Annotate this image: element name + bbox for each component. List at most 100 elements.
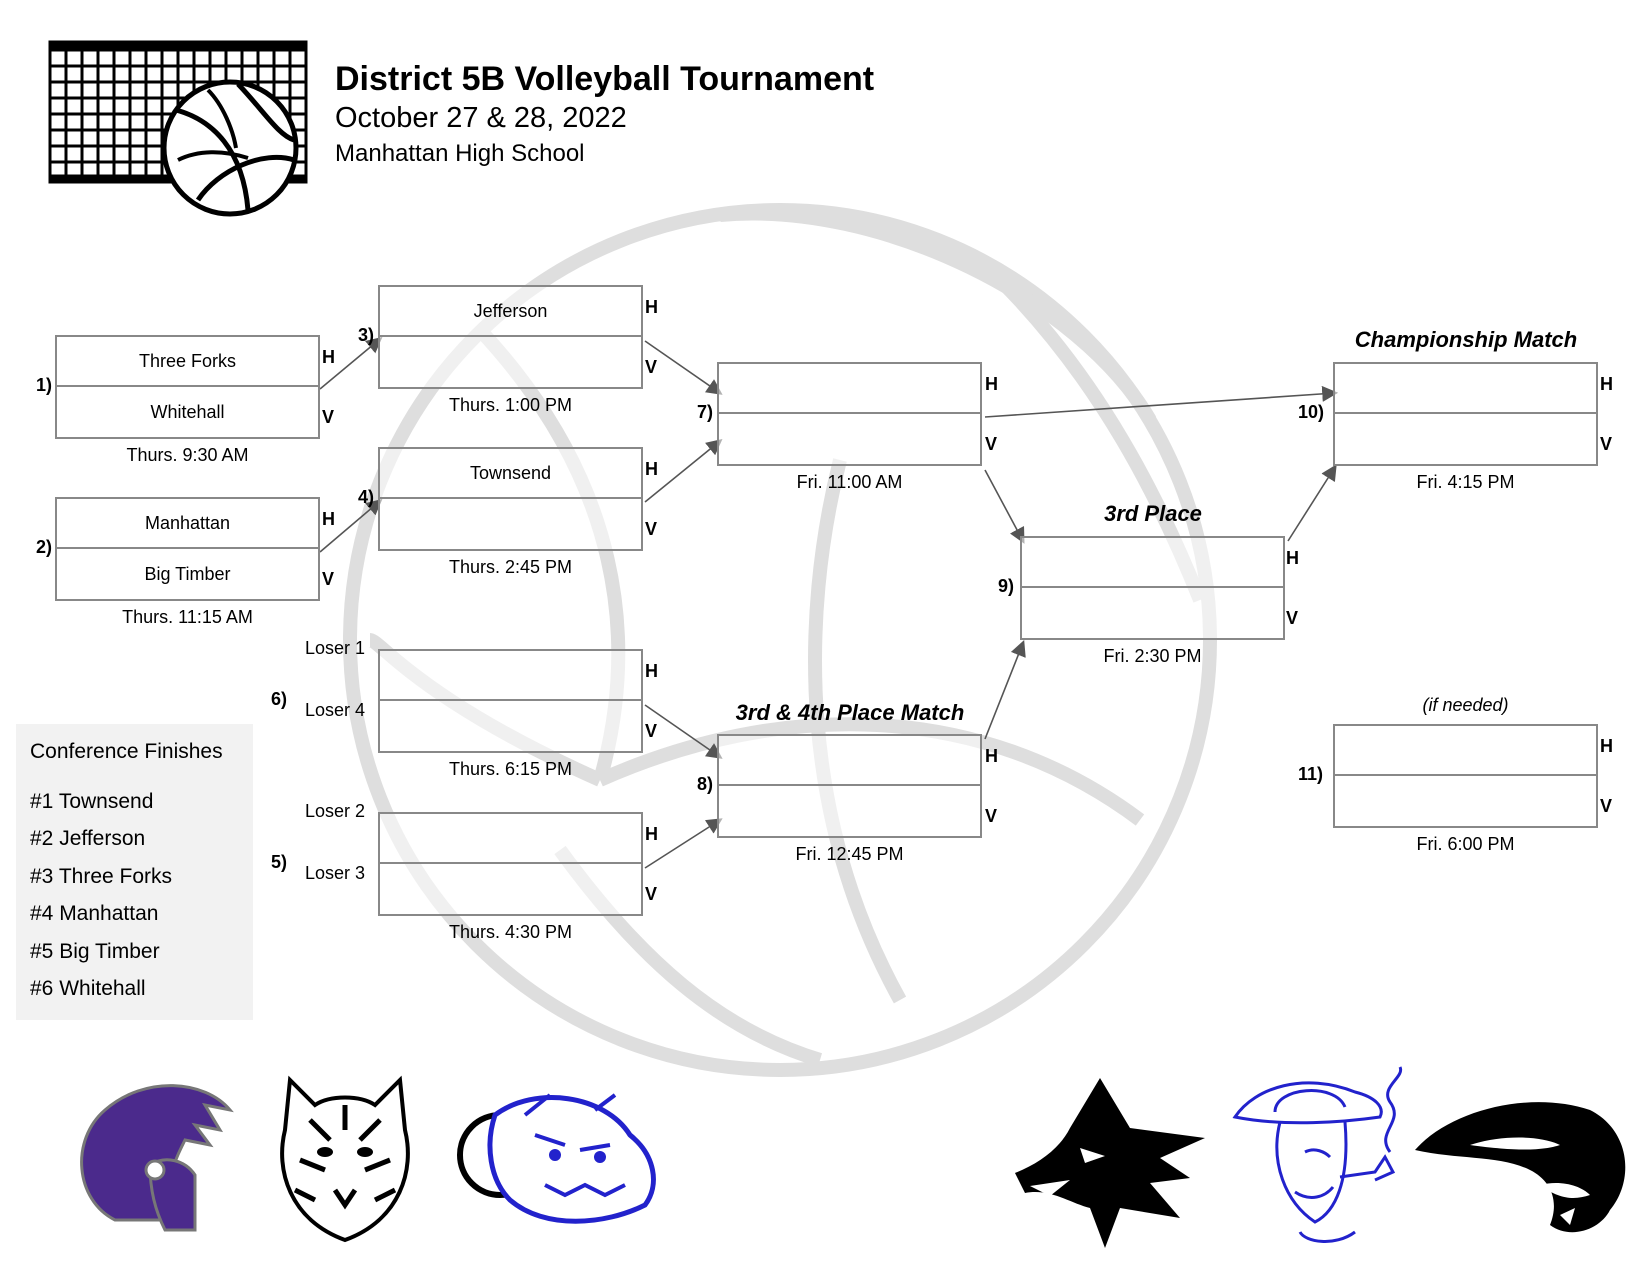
visitor-slot[interactable] bbox=[380, 701, 641, 751]
visitor-marker: V bbox=[322, 407, 335, 427]
match-time: Thurs. 2:45 PM bbox=[448, 557, 573, 577]
loser-feed-visitor: Loser 4 bbox=[305, 700, 366, 720]
visitor-slot[interactable] bbox=[719, 786, 980, 836]
match-number: 8) bbox=[697, 774, 714, 794]
home-marker: H bbox=[1600, 374, 1613, 394]
conference-row: #3 Three Forks bbox=[30, 865, 173, 888]
match-time: Fri. 6:00 PM bbox=[1416, 834, 1515, 854]
home-slot[interactable] bbox=[380, 651, 641, 701]
home-marker: H bbox=[645, 661, 658, 681]
visitor-slot[interactable] bbox=[380, 864, 641, 914]
match-number: 1) bbox=[36, 375, 53, 395]
visitor-marker: V bbox=[1600, 434, 1613, 454]
match-time: Thurs. 9:30 AM bbox=[126, 445, 249, 465]
bulldog-logo bbox=[457, 1093, 656, 1224]
match-box-m1: Three Forks Whitehall bbox=[55, 335, 320, 439]
tournament-venue: Manhattan High School bbox=[335, 140, 585, 167]
conference-row: #2 Jefferson bbox=[30, 827, 146, 850]
match-number: 9) bbox=[998, 576, 1015, 596]
match-title: Championship Match bbox=[1354, 327, 1578, 352]
home-slot[interactable]: Three Forks bbox=[57, 337, 318, 387]
visitor-slot[interactable] bbox=[380, 499, 641, 549]
loser-feed-home: Loser 1 bbox=[305, 638, 366, 658]
panther-logo bbox=[1415, 1102, 1626, 1233]
match-time: Thurs. 4:30 PM bbox=[448, 922, 573, 942]
match-time: Fri. 2:30 PM bbox=[1103, 646, 1202, 666]
spartan-helmet-logo bbox=[80, 1084, 234, 1232]
match-number: 7) bbox=[697, 402, 714, 422]
match-time: Thurs. 6:15 PM bbox=[448, 759, 573, 779]
match-time: Fri. 4:15 PM bbox=[1416, 472, 1515, 492]
home-marker: H bbox=[645, 824, 658, 844]
home-marker: H bbox=[1286, 548, 1299, 568]
match-number: 6) bbox=[271, 689, 288, 709]
visitor-marker: V bbox=[322, 569, 335, 589]
match-box-m6 bbox=[378, 649, 643, 753]
conference-row: #6 Whitehall bbox=[30, 977, 146, 1000]
home-slot[interactable]: Manhattan bbox=[57, 499, 318, 549]
tournament-dates: October 27 & 28, 2022 bbox=[335, 102, 627, 134]
match-number: 4) bbox=[358, 487, 375, 507]
visitor-marker: V bbox=[1600, 796, 1613, 816]
page-title: District 5B Volleyball Tournament bbox=[335, 60, 875, 98]
home-marker: H bbox=[985, 374, 998, 394]
home-marker: H bbox=[322, 347, 335, 367]
visitor-slot[interactable]: Whitehall bbox=[150, 401, 225, 422]
visitor-marker: V bbox=[645, 884, 658, 904]
match-number: 3) bbox=[358, 325, 375, 345]
match-number: 10) bbox=[1298, 402, 1325, 422]
home-slot[interactable] bbox=[1335, 726, 1596, 776]
visitor-marker: V bbox=[985, 806, 998, 826]
cowboy-smoking-pipe-logo bbox=[1232, 1066, 1403, 1243]
conference-finishes-panel: Conference Finishes #1 Townsend #2 Jeffe… bbox=[16, 724, 253, 1020]
match-number: 11) bbox=[1298, 764, 1324, 784]
home-marker: H bbox=[645, 459, 658, 479]
if-needed-note: (if needed) bbox=[1422, 695, 1509, 715]
match-box-m8 bbox=[717, 734, 982, 838]
home-slot[interactable] bbox=[719, 736, 980, 786]
visitor-marker: V bbox=[1286, 608, 1299, 628]
match-box-m5 bbox=[378, 812, 643, 916]
match-number: 2) bbox=[36, 537, 53, 557]
visitor-slot[interactable] bbox=[1335, 414, 1596, 464]
conference-row: #5 Big Timber bbox=[30, 940, 160, 963]
match-time: Thurs. 11:15 AM bbox=[122, 607, 253, 627]
visitor-slot[interactable]: Big Timber bbox=[144, 563, 231, 584]
match-box-m11 bbox=[1333, 724, 1598, 828]
home-marker: H bbox=[985, 746, 998, 766]
match-number: 5) bbox=[271, 852, 288, 872]
match-time: Fri. 11:00 AM bbox=[796, 472, 903, 492]
visitor-slot[interactable] bbox=[1022, 588, 1283, 638]
visitor-slot[interactable] bbox=[380, 337, 641, 387]
conference-row: #4 Manhattan bbox=[30, 902, 159, 925]
visitor-marker: V bbox=[645, 519, 658, 539]
conference-row: #1 Townsend bbox=[30, 790, 154, 813]
match-box-m4: Townsend bbox=[378, 447, 643, 551]
home-slot[interactable] bbox=[1335, 364, 1596, 414]
conference-heading: Conference Finishes bbox=[30, 740, 223, 763]
home-slot[interactable]: Townsend bbox=[380, 449, 641, 499]
home-marker: H bbox=[322, 509, 335, 529]
visitor-marker: V bbox=[645, 357, 658, 377]
home-slot[interactable] bbox=[719, 364, 980, 414]
match-box-m9 bbox=[1020, 536, 1285, 640]
visitor-slot[interactable] bbox=[719, 414, 980, 464]
match-time: Fri. 12:45 PM bbox=[795, 844, 904, 864]
home-slot[interactable]: Jefferson bbox=[380, 287, 641, 337]
visitor-slot[interactable] bbox=[1335, 776, 1596, 826]
visitor-marker: V bbox=[985, 434, 998, 454]
visitor-marker: V bbox=[645, 721, 658, 741]
match-box-m3: Jefferson bbox=[378, 285, 643, 389]
match-box-m7 bbox=[717, 362, 982, 466]
tiger-logo bbox=[280, 1075, 410, 1243]
home-slot[interactable] bbox=[380, 814, 641, 864]
home-slot[interactable] bbox=[1022, 538, 1283, 588]
home-marker: H bbox=[645, 297, 658, 317]
match-time: Thurs. 1:00 PM bbox=[448, 395, 573, 415]
match-box-m2: Manhattan Big Timber bbox=[55, 497, 320, 601]
match-title: 3rd & 4th Place Match bbox=[735, 700, 965, 725]
home-marker: H bbox=[1600, 736, 1613, 756]
loser-feed-visitor: Loser 3 bbox=[305, 863, 366, 883]
match-title: 3rd Place bbox=[1104, 501, 1202, 526]
